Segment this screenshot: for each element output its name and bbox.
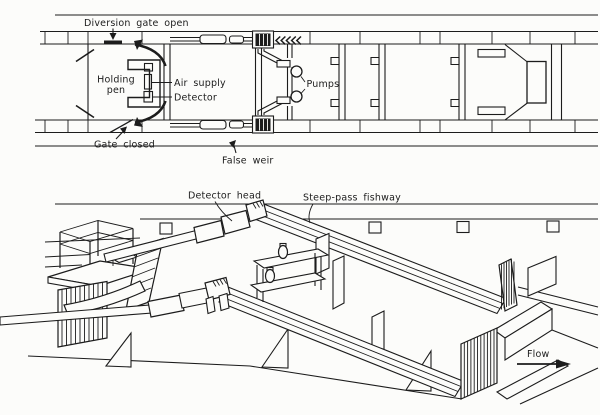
holding-pen-trap xyxy=(127,59,161,108)
diversion-gate-annotation: Diversion gate open xyxy=(84,18,189,44)
right-floor-edges xyxy=(519,329,599,405)
pump-assembly xyxy=(257,49,306,115)
flow-label: Flow xyxy=(527,349,550,360)
steep-pass-fishway-label: Steep-pass fishway xyxy=(303,193,401,204)
lower-junction xyxy=(204,276,231,315)
pump-platform xyxy=(249,232,330,302)
detector-unit xyxy=(143,90,154,103)
detector-head-segment xyxy=(220,209,251,235)
low-wall-right xyxy=(495,359,570,400)
air-supply-pipe xyxy=(143,73,153,90)
plan-view-diagram: Diversion gate open Holding pen Air supp… xyxy=(35,14,598,167)
wall-opening xyxy=(368,221,382,234)
pump-top xyxy=(290,65,303,78)
wall-opening xyxy=(456,220,470,234)
bay-walls xyxy=(87,44,466,120)
false-weir-label: False weir xyxy=(222,156,274,167)
gate-closed-annotation: Gate closed xyxy=(94,126,155,151)
pump-bottom xyxy=(290,90,303,103)
holding-pen-label-line2: pen xyxy=(107,85,126,96)
back-right-wall xyxy=(527,255,557,297)
outlet-grating xyxy=(460,327,498,400)
diversion-gates xyxy=(75,39,167,134)
perspective-view-diagram: Detector head Steep-pass fishway Flow xyxy=(0,191,599,405)
back-wall xyxy=(55,203,598,235)
false-weir-bottom-block xyxy=(251,115,275,134)
detector-label: Detector xyxy=(174,93,217,104)
flow-annotation: Flow xyxy=(517,349,571,369)
pump-lower xyxy=(264,268,276,284)
wall-opening xyxy=(159,222,173,235)
wall-opening xyxy=(546,220,560,233)
trap-funnel xyxy=(477,44,563,121)
gate-closed-label: Gate closed xyxy=(94,140,155,151)
support-gusset xyxy=(104,331,132,368)
baffle-panel xyxy=(332,255,345,310)
air-supply-unit xyxy=(143,62,154,72)
holding-pen-label-line1: Holding xyxy=(97,75,135,86)
lower-transport-pipe xyxy=(0,286,213,326)
steep-pass-annotation: Steep-pass fishway xyxy=(303,193,401,224)
diversion-gate-open-label: Diversion gate open xyxy=(84,18,189,29)
detector-head-assembly xyxy=(103,199,268,263)
pump-upper xyxy=(277,244,289,260)
air-supply-label: Air supply xyxy=(174,78,226,89)
channel-wall-bottom xyxy=(35,119,598,134)
false-weir-top-block xyxy=(251,30,275,49)
trap-box xyxy=(526,60,547,104)
flow-chevrons xyxy=(274,35,302,46)
pumps-label: Pumps xyxy=(307,79,340,90)
channel-wall-top xyxy=(40,30,598,45)
false-weir-annotation: False weir xyxy=(222,140,274,167)
support-gusset xyxy=(260,327,289,369)
detector-head-label: Detector head xyxy=(188,191,261,202)
fishway-end-panel xyxy=(498,258,518,312)
floor-edges xyxy=(27,355,463,400)
detector-head-annotation: Detector head xyxy=(188,191,261,222)
